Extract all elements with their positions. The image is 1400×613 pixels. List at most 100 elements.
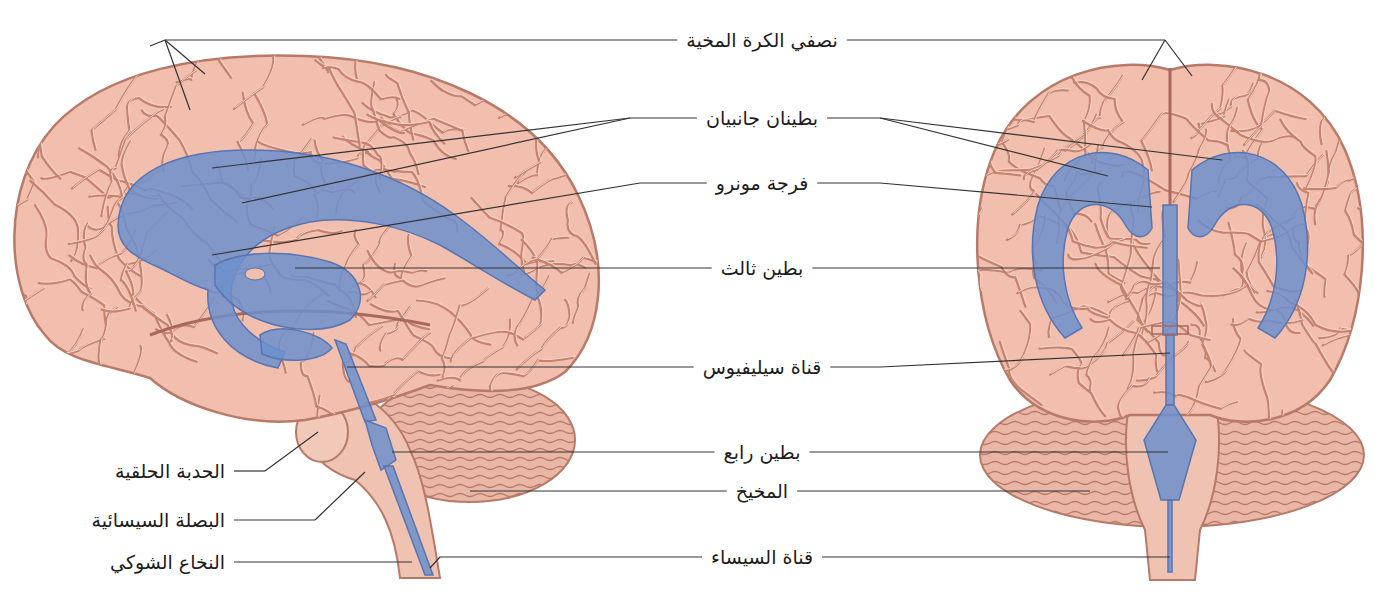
gyrus-line xyxy=(62,329,83,408)
gyrus-highlight xyxy=(1207,318,1242,381)
part-label: قناة سيليفيوس xyxy=(700,356,825,379)
leader-line xyxy=(830,366,880,367)
gyrus-highlight xyxy=(980,255,1027,305)
gyrus-highlight xyxy=(1359,207,1400,260)
gyrus-highlight xyxy=(578,390,683,414)
gyrus-line xyxy=(30,42,117,69)
gyrus-line xyxy=(82,224,90,311)
gyrus-highlight xyxy=(1001,340,1043,403)
gyrus-highlight xyxy=(1138,340,1190,379)
gyrus-line xyxy=(394,97,456,159)
gyrus-highlight xyxy=(10,337,106,384)
leader-line xyxy=(165,40,190,110)
leader-line xyxy=(640,182,707,183)
gyrus-line xyxy=(899,140,1008,212)
frontal-brain xyxy=(899,34,1400,580)
gyrus-highlight xyxy=(439,318,512,379)
leader-line xyxy=(817,182,880,183)
leader-line xyxy=(1165,40,1192,76)
leader-line xyxy=(295,267,712,268)
gyrus-line xyxy=(573,274,590,323)
gyrus-highlight xyxy=(32,179,80,259)
gyrus-highlight xyxy=(235,44,286,108)
gyrus-line xyxy=(1118,378,1149,433)
gyrus-highlight xyxy=(996,89,1069,130)
gyrus-highlight xyxy=(1193,323,1217,370)
gyrus-line xyxy=(1345,185,1400,272)
gyrus-highlight xyxy=(163,69,198,170)
cerebrum xyxy=(977,65,1363,422)
gyrus-line xyxy=(22,295,45,394)
part-label: بطين رابع xyxy=(721,441,804,464)
gyrus-line xyxy=(1369,131,1400,220)
leader-line xyxy=(1142,40,1165,80)
gyrus-highlight xyxy=(324,65,400,97)
third-ventricle xyxy=(215,253,360,329)
gyrus-highlight xyxy=(369,234,413,300)
gyrus-highlight xyxy=(219,1,232,77)
gyrus-line xyxy=(994,90,1067,131)
leader-line xyxy=(880,118,1222,160)
gyrus-highlight xyxy=(1306,176,1371,188)
leader-line xyxy=(880,183,1152,207)
gyrus-highlight xyxy=(1357,63,1400,119)
gyrus-highlight xyxy=(607,159,665,171)
gyrus-highlight xyxy=(68,396,148,501)
gyrus-highlight xyxy=(0,61,126,86)
gyrus-line xyxy=(979,257,1026,307)
gyrus-highlight xyxy=(1097,262,1149,330)
leader-line xyxy=(797,490,1090,491)
leader-line xyxy=(847,39,1165,40)
gyrus-line xyxy=(177,2,203,83)
gyrus-highlight xyxy=(1120,377,1151,432)
gyrus-line xyxy=(0,299,5,319)
gyrus-highlight xyxy=(900,138,1009,210)
gyrus-highlight xyxy=(523,32,556,102)
gyrus-line xyxy=(278,427,343,453)
gyrus-line xyxy=(30,181,78,261)
gyrus-highlight xyxy=(280,426,345,452)
gyrus-line xyxy=(1000,342,1042,405)
gyrus-highlight xyxy=(1200,39,1238,129)
gyrus-highlight xyxy=(84,222,92,309)
gyrus-highlight xyxy=(367,370,441,402)
gyrus-line xyxy=(1002,311,1031,371)
gyrus-line xyxy=(1354,59,1371,123)
gyrus-line xyxy=(442,289,488,378)
gyri xyxy=(0,0,683,502)
gyrus-highlight xyxy=(963,207,984,291)
gyrus-highlight xyxy=(540,83,590,141)
gyrus-line xyxy=(303,115,404,133)
third-ventricle xyxy=(1163,205,1177,335)
gyrus-line xyxy=(1323,335,1400,380)
gyrus-highlight xyxy=(352,331,432,364)
gyrus-highlight xyxy=(0,297,7,317)
gyrus-highlight xyxy=(100,306,133,409)
part-label: بطينان جانبيان xyxy=(703,107,821,130)
leader-line xyxy=(234,470,265,471)
part-label: بطين ثالث xyxy=(718,257,807,280)
gyrus-line xyxy=(567,202,596,264)
leader-line xyxy=(347,366,694,367)
folium-line xyxy=(360,413,605,416)
gyrus-highlight xyxy=(23,294,46,393)
gyrus-highlight xyxy=(36,204,92,288)
part-label: نصفي الكرة المخية xyxy=(683,29,841,52)
gyrus-line xyxy=(366,386,453,421)
gyrus-line xyxy=(1086,328,1109,391)
gyrus-line xyxy=(365,371,439,403)
gyrus-highlight xyxy=(534,256,613,271)
gyrus-highlight xyxy=(97,344,143,412)
gyrus-highlight xyxy=(0,156,36,245)
gyrus-highlight xyxy=(1233,109,1307,129)
leader-line xyxy=(812,267,1160,268)
leader-line xyxy=(880,353,1170,367)
gyrus-line xyxy=(119,98,171,156)
gyrus-highlight xyxy=(1222,409,1284,488)
leader-line xyxy=(470,490,727,491)
gyrus-highlight xyxy=(1346,241,1364,293)
gyrus-highlight xyxy=(433,79,507,103)
gyrus-line xyxy=(315,60,359,146)
gyrus-highlight xyxy=(596,317,660,343)
interthalamic-adhesion xyxy=(245,268,265,280)
